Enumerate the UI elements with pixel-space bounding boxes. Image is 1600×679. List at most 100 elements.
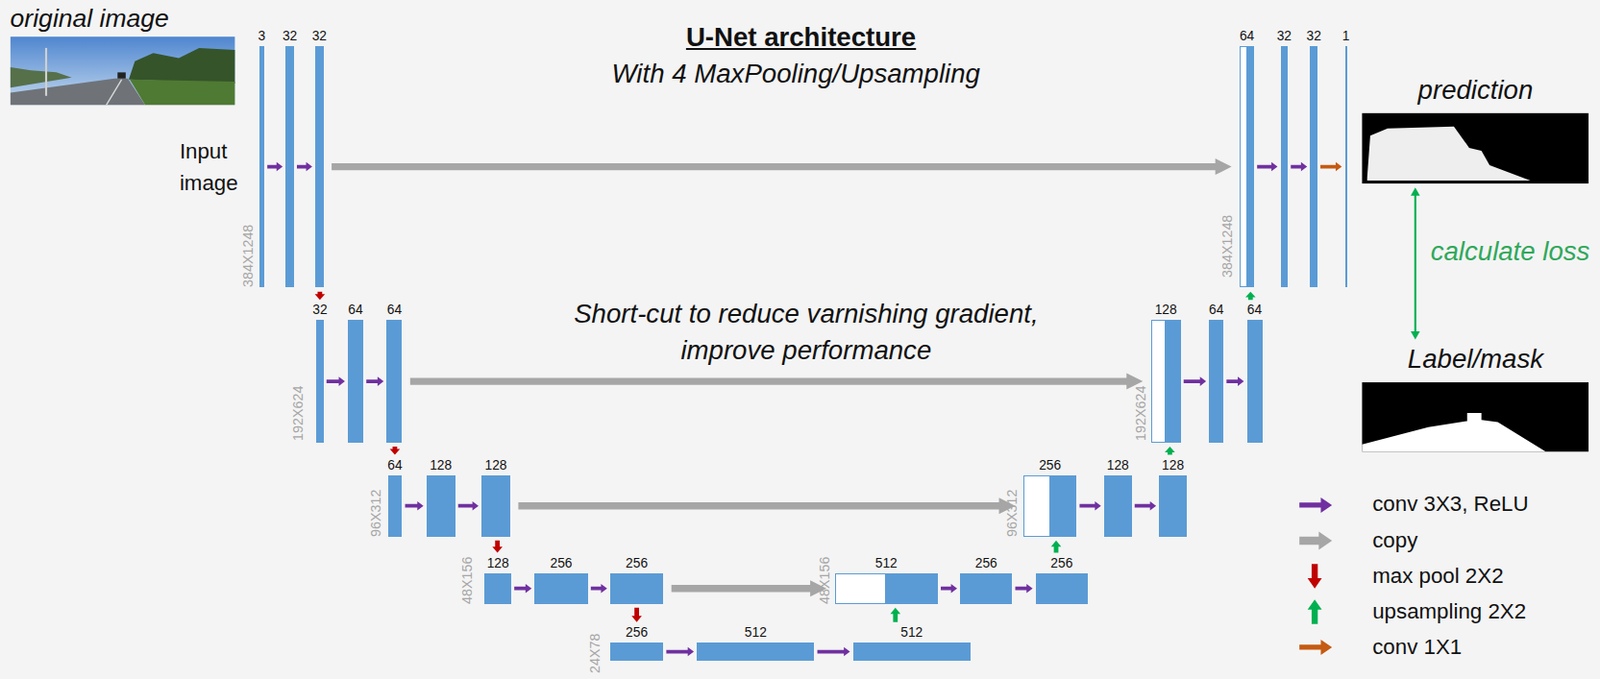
feature-map-bar: 64 xyxy=(347,320,364,443)
feature-map-bar: 3 xyxy=(259,46,265,289)
legend-text: conv 3X3, ReLU xyxy=(1372,492,1528,518)
dimension-label: 384X1248 xyxy=(240,224,256,288)
maxpool-arrow xyxy=(390,446,401,456)
conv-arrow xyxy=(940,584,958,594)
conv1x1-arrow xyxy=(1320,162,1342,173)
channel-count: 128 xyxy=(429,459,452,474)
legend-text: upsampling 2X2 xyxy=(1372,599,1527,626)
channel-count: 128 xyxy=(485,459,508,474)
concat-copied-part xyxy=(1151,320,1166,443)
feature-map-bar: 128 xyxy=(1158,475,1187,538)
conv-arrow xyxy=(1290,162,1307,173)
channel-count: 64 xyxy=(1247,303,1262,319)
channel-count: 128 xyxy=(1155,303,1178,319)
copy-arrow xyxy=(517,497,1015,515)
legend-row: upsampling 2X2 xyxy=(1296,596,1527,628)
channel-count: 64 xyxy=(1208,303,1224,319)
legend-swatch xyxy=(1306,564,1322,589)
channel-count: 256 xyxy=(625,557,648,572)
dimension-label: 96X312 xyxy=(368,489,384,537)
legend-swatch-box xyxy=(1296,561,1333,592)
label-frame xyxy=(1361,382,1589,452)
concat-copied-part xyxy=(1239,46,1247,289)
concat-upsampled-part xyxy=(1247,46,1255,289)
image-heading: Label/mask xyxy=(1407,344,1544,375)
feature-map-bar: 128 xyxy=(1104,475,1133,538)
image-caption: original image xyxy=(10,3,170,34)
conv-arrow xyxy=(267,162,283,173)
feature-map-bar: 64 xyxy=(1208,320,1224,443)
dimension-label: 24X78 xyxy=(587,633,603,673)
feature-map-bar: 128 xyxy=(481,475,511,538)
legend-row: max pool 2X2 xyxy=(1296,561,1504,592)
feature-map-bar: 512 xyxy=(835,573,938,605)
legend-swatch xyxy=(1306,599,1322,624)
loss-note-holder: calculate loss xyxy=(1423,232,1598,271)
conv-arrow xyxy=(817,647,851,658)
feature-map-bar: 512 xyxy=(696,642,814,662)
feature-map-bar: 32 xyxy=(285,46,294,289)
feature-map-bar: 256 xyxy=(610,573,664,605)
legend-text: conv 1X1 xyxy=(1372,635,1462,662)
channel-count: 3 xyxy=(258,29,267,45)
label-road-region xyxy=(1361,413,1546,452)
loss-note: calculate loss xyxy=(1423,232,1598,271)
dimension-label-holder: 96X312 xyxy=(1004,489,1020,537)
maxpool-arrow xyxy=(631,608,642,623)
legend-text: max pool 2X2 xyxy=(1372,564,1503,591)
legend-swatch-box xyxy=(1296,490,1333,521)
prediction-blob xyxy=(1367,126,1531,181)
channel-count: 512 xyxy=(744,626,767,641)
prediction-frame xyxy=(1361,113,1589,184)
channel-count: 64 xyxy=(387,303,402,319)
channel-count: 256 xyxy=(625,626,648,641)
title-holder: U-Net architecture xyxy=(686,22,916,53)
image-heading: prediction xyxy=(1418,74,1534,106)
legend-row: conv 1X1 xyxy=(1296,632,1463,664)
legend-row: conv 3X3, ReLU xyxy=(1296,490,1529,521)
dimension-label: 192X624 xyxy=(1132,385,1149,441)
road-photo xyxy=(10,36,236,105)
shortcut-note-holder: Short-cut to reduce varnishing gradient,… xyxy=(556,295,1057,370)
input-label: Input image xyxy=(179,136,257,200)
copy-arrow xyxy=(331,158,1232,175)
conv-arrow xyxy=(458,501,479,512)
concat-copied-part xyxy=(1023,475,1051,538)
channel-count: 128 xyxy=(1161,459,1184,474)
loss-arrow xyxy=(1410,187,1421,340)
maxpool-arrow xyxy=(492,541,503,554)
channel-count: 32 xyxy=(282,29,297,45)
photo-road xyxy=(10,78,146,106)
feature-map-bar: 64 xyxy=(388,475,403,538)
channel-count: 32 xyxy=(1277,29,1292,45)
concat-upsampled-part xyxy=(1050,475,1078,538)
conv-arrow xyxy=(1256,162,1278,173)
channel-count: 512 xyxy=(900,626,923,641)
dimension-label-holder: 384X1248 xyxy=(240,224,256,288)
conv-arrow xyxy=(1079,501,1101,512)
dimension-label: 96X312 xyxy=(1004,489,1020,537)
dimension-label: 48X156 xyxy=(459,556,475,604)
image-panel: prediction xyxy=(1362,113,1590,184)
conv-arrow xyxy=(296,162,313,173)
image-panel: Label/mask xyxy=(1362,382,1590,452)
feature-map-bar: 256 xyxy=(960,573,1012,605)
photo-lane-line xyxy=(106,79,123,106)
conv-arrow xyxy=(1015,584,1034,594)
conv-arrow xyxy=(1226,376,1244,387)
feature-map-bar: 32 xyxy=(1280,46,1288,289)
feature-map-bar: 256 xyxy=(1035,573,1088,605)
legend-swatch-box xyxy=(1296,596,1333,628)
photo-car xyxy=(117,72,125,78)
label-mask xyxy=(1361,382,1589,452)
dimension-label-holder: 384X1248 xyxy=(1219,214,1235,277)
legend-swatch xyxy=(1299,531,1332,550)
channel-count: 128 xyxy=(487,557,510,572)
feature-map-bar: 256 xyxy=(610,642,664,662)
channel-count: 32 xyxy=(312,303,327,319)
channel-count: 128 xyxy=(1107,459,1130,474)
dimension-label: 192X624 xyxy=(290,385,306,441)
conv-arrow xyxy=(366,376,384,387)
prediction-mask xyxy=(1361,113,1589,184)
conv-arrow xyxy=(514,584,532,594)
